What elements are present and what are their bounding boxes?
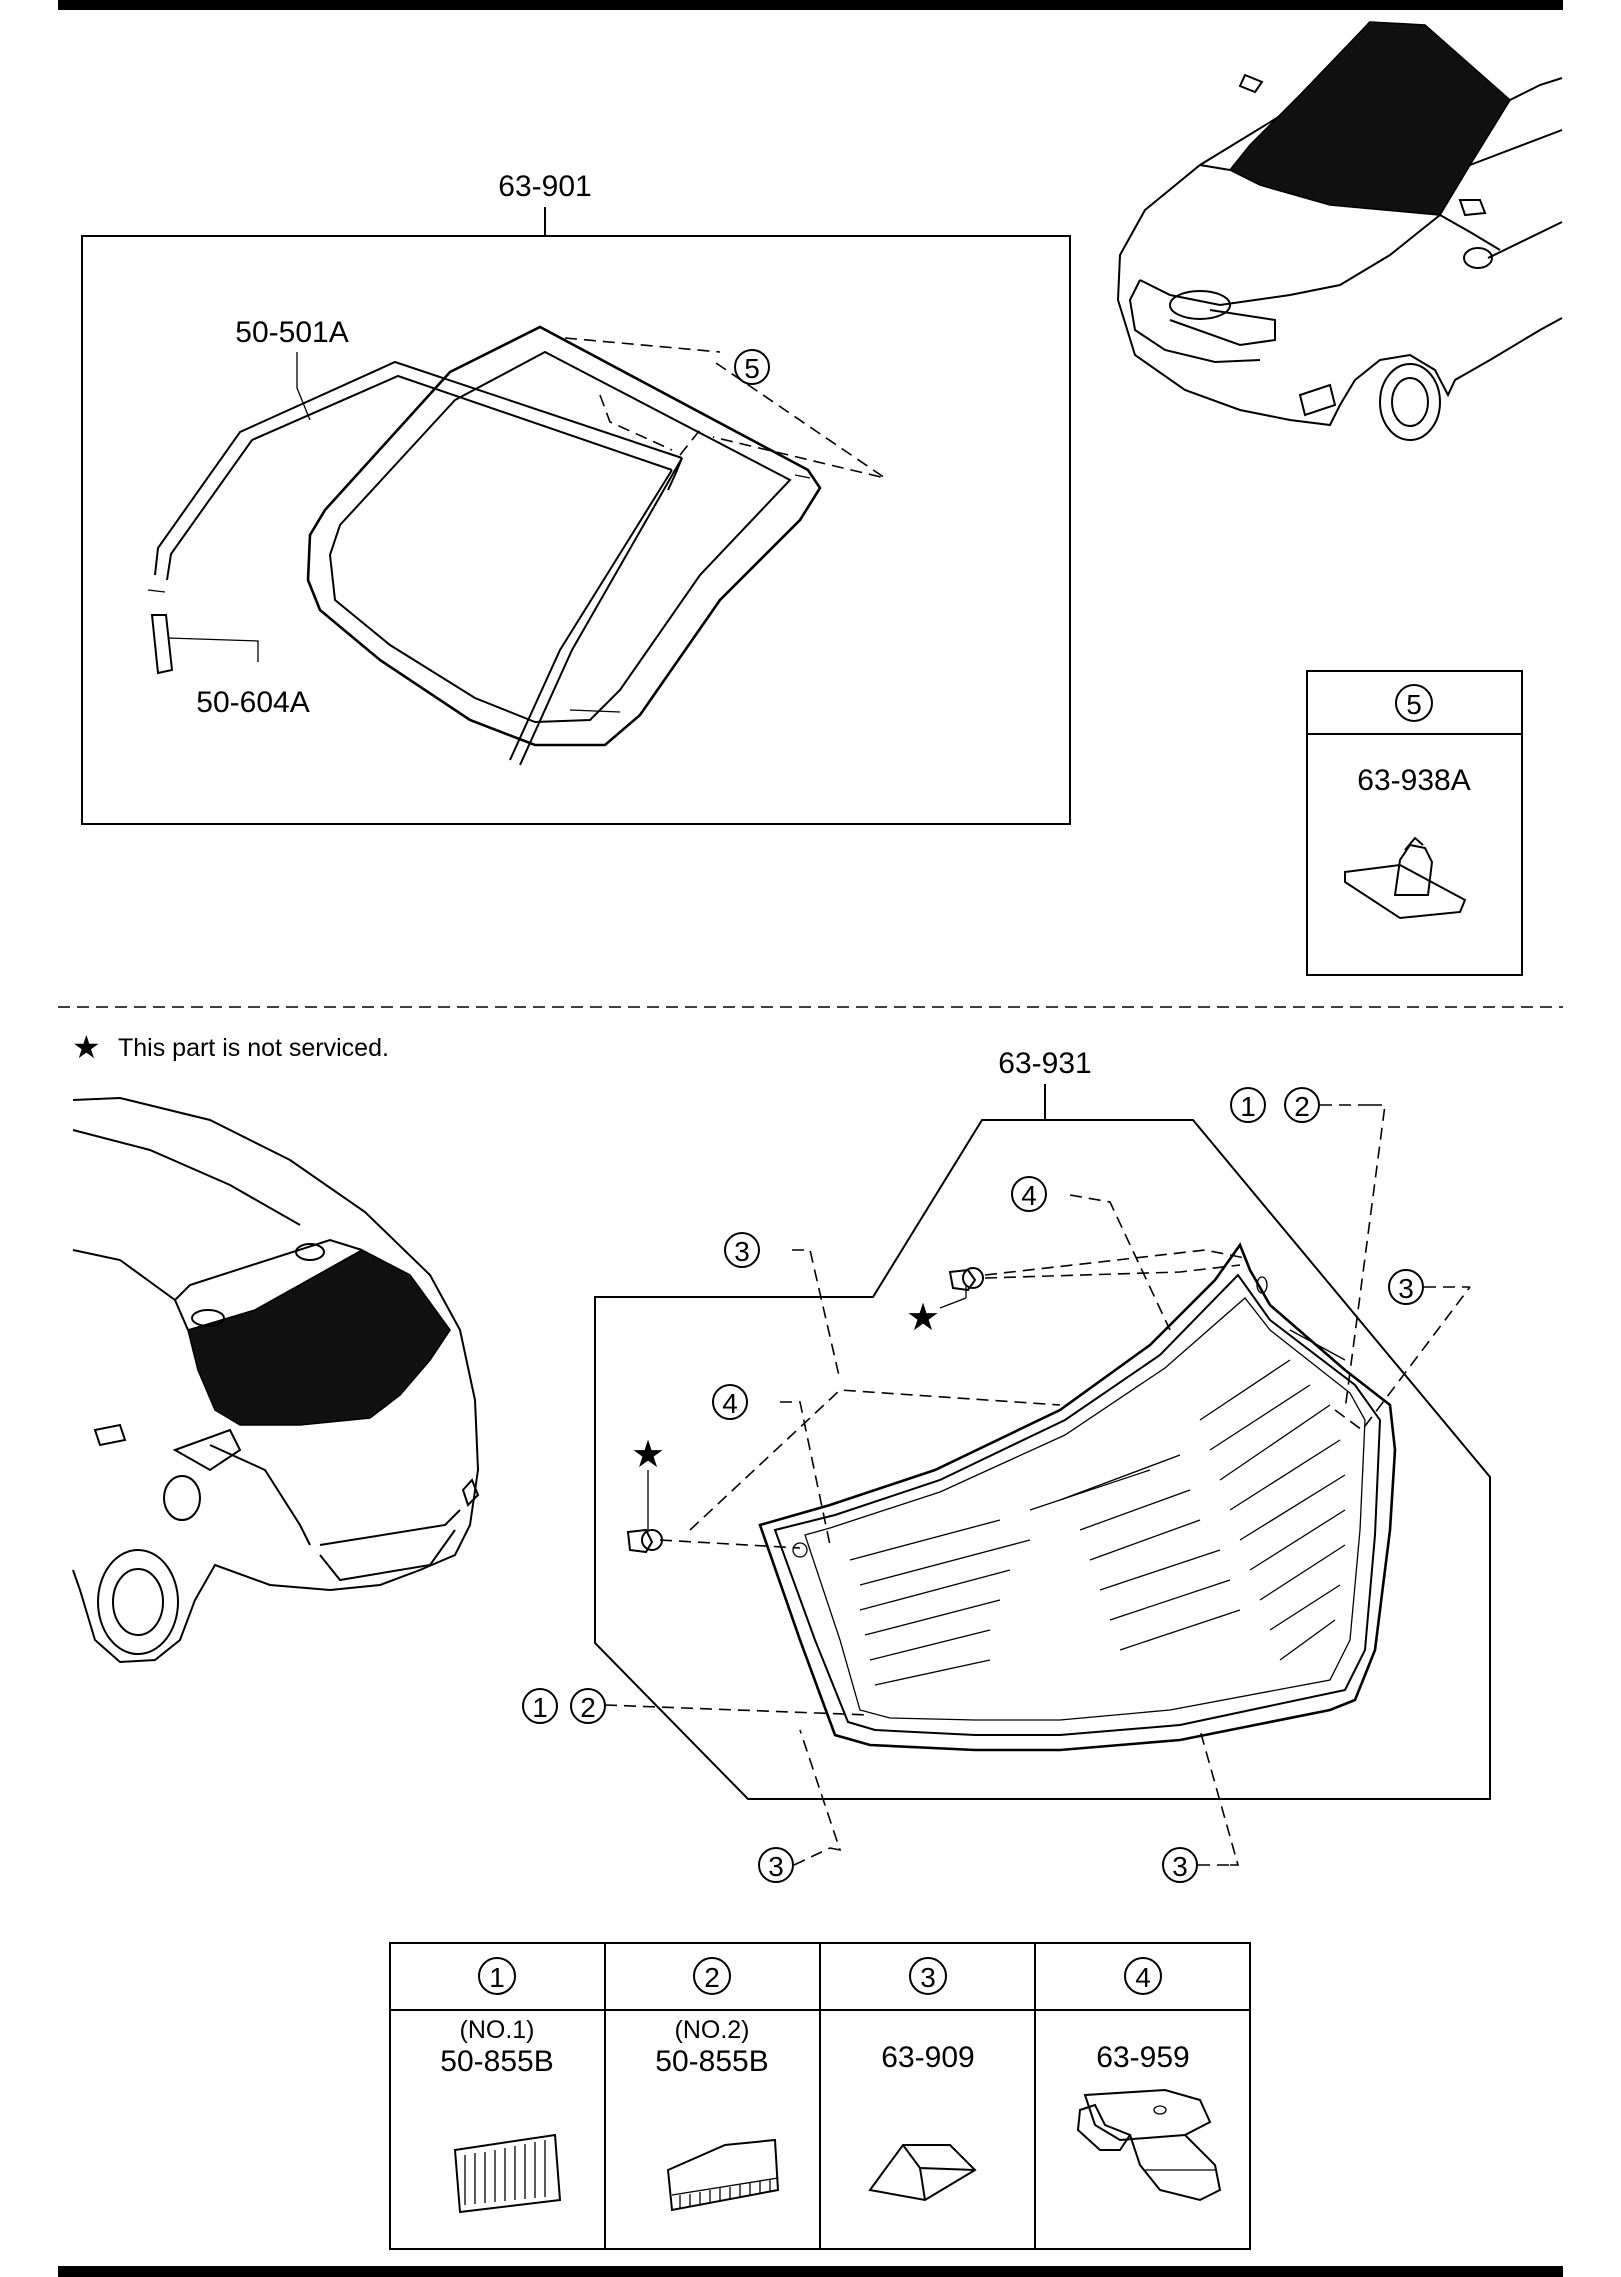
dam-block-icon bbox=[868, 2144, 977, 2202]
table-sub-2: (NO.2) bbox=[675, 2016, 750, 2044]
svg-text:4: 4 bbox=[1135, 1962, 1151, 1993]
clip-icon bbox=[1344, 836, 1467, 920]
table-part-4: 63-959 bbox=[1096, 2041, 1189, 2074]
trim-label: 50-604A bbox=[196, 686, 309, 719]
rear-callout-3-bottom-left bbox=[758, 1847, 794, 1883]
fastener-star-lower: ★ bbox=[631, 1434, 665, 1476]
front-car-icon bbox=[1116, 21, 1563, 441]
table-part-1: 50-855B bbox=[440, 2045, 553, 2078]
rear-callout-4-top bbox=[1011, 1176, 1047, 1212]
rear-callout-3-right bbox=[1388, 1269, 1424, 1305]
svg-text:2: 2 bbox=[580, 1692, 596, 1723]
rear-callout-3-left bbox=[724, 1232, 760, 1268]
molding-icon bbox=[147, 360, 683, 766]
windshield-glass-icon bbox=[306, 325, 822, 747]
table-part-3: 63-909 bbox=[881, 2041, 974, 2074]
svg-text:1: 1 bbox=[1240, 1091, 1256, 1122]
parts-table bbox=[389, 1942, 1251, 2250]
windshield-assembly-label: 63-901 bbox=[498, 170, 591, 203]
fastener-clip-icon bbox=[1076, 2088, 1222, 2202]
svg-text:3: 3 bbox=[1172, 1851, 1188, 1882]
windshield-callout-5 bbox=[734, 349, 770, 385]
rear-car-icon bbox=[72, 1096, 480, 1664]
rear-callout-3-bottom-right bbox=[1162, 1847, 1198, 1883]
svg-text:5: 5 bbox=[744, 353, 760, 384]
clip-part-label: 63-938A bbox=[1357, 764, 1470, 797]
table-callout-1 bbox=[478, 1957, 516, 1995]
table-callout-2 bbox=[693, 1957, 731, 1995]
svg-text:1: 1 bbox=[532, 1692, 548, 1723]
trim-piece-icon bbox=[150, 614, 174, 675]
rear-glass-frame bbox=[594, 1119, 1491, 1800]
bottom-border-bar bbox=[58, 2266, 1563, 2277]
clip-box-callout-5 bbox=[1395, 684, 1433, 722]
note-star: ★ bbox=[72, 1029, 101, 1065]
rear-callout-2-top bbox=[1284, 1087, 1320, 1123]
windshield-frame bbox=[81, 235, 1071, 825]
svg-text:5: 5 bbox=[1406, 689, 1422, 720]
top-border-bar bbox=[58, 0, 1563, 10]
dam-icon bbox=[453, 2133, 562, 2214]
svg-text:1: 1 bbox=[489, 1962, 505, 1993]
svg-text:3: 3 bbox=[734, 1236, 750, 1267]
fastener-star-upper: ★ bbox=[906, 1297, 940, 1339]
spacer-icon bbox=[666, 2138, 780, 2212]
table-callout-4 bbox=[1124, 1957, 1162, 1995]
svg-text:3: 3 bbox=[768, 1851, 784, 1882]
note-text: This part is not serviced. bbox=[118, 1034, 389, 1062]
table-callout-3 bbox=[909, 1957, 947, 1995]
clip-box bbox=[1306, 670, 1523, 976]
rear-callout-4-left bbox=[712, 1384, 748, 1420]
table-sub-1: (NO.1) bbox=[460, 2016, 535, 2044]
svg-text:2: 2 bbox=[1294, 1091, 1310, 1122]
svg-text:4: 4 bbox=[722, 1388, 738, 1419]
molding-label: 50-501A bbox=[235, 316, 348, 349]
svg-text:2: 2 bbox=[704, 1962, 720, 1993]
rear-callout-1-bottom bbox=[522, 1688, 558, 1724]
svg-text:3: 3 bbox=[920, 1962, 936, 1993]
rear-glass-icon bbox=[758, 1242, 1397, 1752]
svg-text:4: 4 bbox=[1021, 1180, 1037, 1211]
rear-callout-2-bottom bbox=[570, 1688, 606, 1724]
svg-text:3: 3 bbox=[1398, 1273, 1414, 1304]
rear-glass-assembly-label: 63-931 bbox=[998, 1047, 1091, 1080]
rear-callout-1-top bbox=[1230, 1087, 1266, 1123]
table-part-2: 50-855B bbox=[655, 2045, 768, 2078]
